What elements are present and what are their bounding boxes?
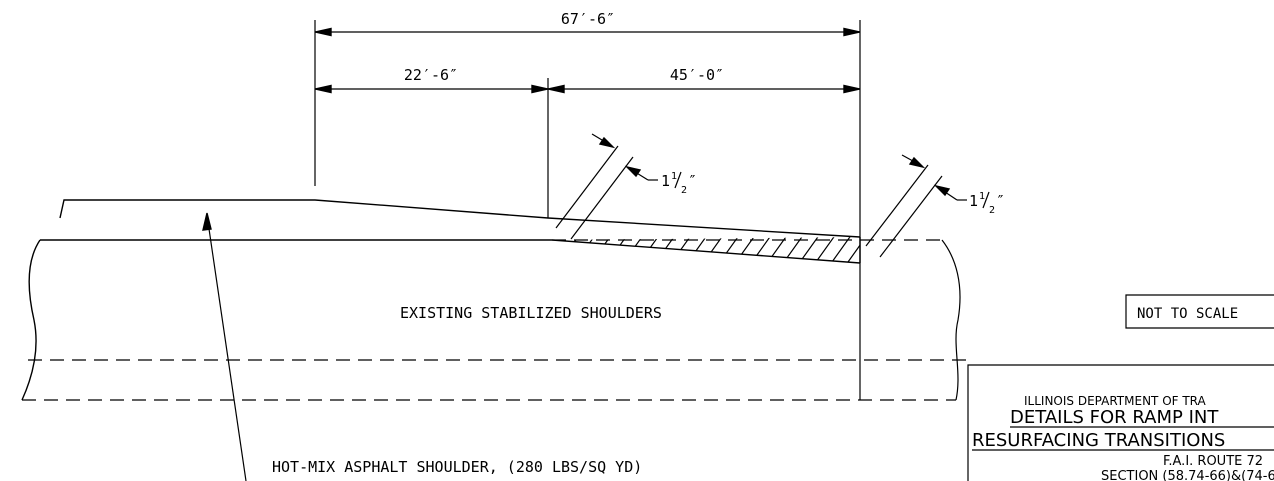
dimension-right-segment: 45′-0″	[547, 66, 861, 94]
thickness-unit-1: ″	[688, 172, 697, 190]
arrowhead	[598, 136, 616, 149]
dimension-text-right: 45′-0″	[670, 66, 724, 84]
hot-mix-leader	[202, 212, 247, 481]
thickness-unit-2: ″	[996, 192, 1005, 210]
arrowhead	[314, 84, 332, 94]
title-block-agency: ILLINOIS DEPARTMENT OF TRA	[1024, 394, 1207, 408]
hot-mix-shoulder-label: HOT-MIX ASPHALT SHOULDER, (280 LBS/SQ YD…	[272, 458, 642, 476]
right-break-line	[941, 239, 961, 401]
scale-note-box: NOT TO SCALE	[1125, 294, 1274, 329]
thickness-num-2: 1	[979, 191, 985, 202]
title-block: ILLINOIS DEPARTMENT OF TRA DETAILS FOR R…	[967, 364, 1274, 481]
thickness-den-1: 2	[681, 185, 687, 196]
arrowhead	[624, 165, 642, 178]
arrowhead	[933, 184, 951, 197]
dimension-text-overall: 67′-6″	[561, 10, 615, 28]
arrowhead	[547, 84, 565, 94]
arrowhead	[843, 27, 861, 37]
dimension-text-left: 22′-6″	[404, 66, 458, 84]
thickness-num-1: 1	[671, 171, 677, 182]
arrowhead	[314, 27, 332, 37]
wedge-bottom-line	[551, 239, 861, 264]
arrowhead	[202, 212, 212, 231]
title-block-title-2: RESURFACING TRANSITIONS	[972, 430, 1225, 451]
arrowhead	[531, 84, 549, 94]
dimension-left-segment: 22′-6″	[314, 66, 549, 218]
thickness-callout-2: 1 1 2 ″	[865, 154, 1005, 258]
arrowhead	[843, 84, 861, 94]
title-block-title-1: DETAILS FOR RAMP INT	[1010, 407, 1219, 428]
transition-wedge-hatch	[559, 237, 860, 263]
title-block-route: F.A.I. ROUTE 72	[1163, 454, 1263, 469]
thickness-den-2: 2	[989, 205, 995, 216]
new-asphalt-top-surface	[59, 199, 861, 238]
thickness-callout-1: 1 1 2 ″	[555, 133, 697, 240]
dimension-overall: 67′-6″	[314, 10, 861, 400]
title-block-section: SECTION (58.74-66)&(74-67	[1101, 469, 1274, 481]
arrowhead	[908, 156, 926, 169]
pavement-section	[21, 199, 966, 401]
thickness-whole-2: 1	[969, 192, 978, 210]
thickness-whole-1: 1	[661, 172, 670, 190]
left-break-line	[21, 239, 41, 401]
existing-shoulders-label: EXISTING STABILIZED SHOULDERS	[400, 304, 662, 322]
scale-note-text: NOT TO SCALE	[1137, 306, 1238, 322]
